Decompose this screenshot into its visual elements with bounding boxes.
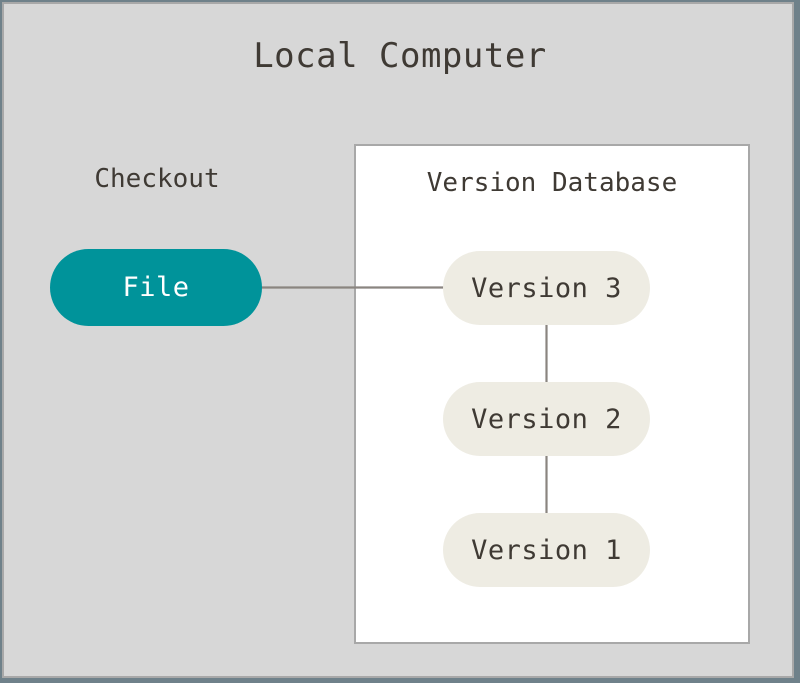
version-database-label: Version Database [426, 168, 678, 198]
node-version-2-label: Version 2 [471, 403, 622, 435]
node-version-2[interactable]: Version 2 [443, 382, 650, 456]
node-version-1-label: Version 1 [471, 534, 622, 566]
node-file[interactable]: File [50, 249, 262, 326]
local-computer-frame: Local Computer Checkout Version Database… [2, 2, 794, 678]
node-version-3-label: Version 3 [471, 272, 622, 304]
node-version-1[interactable]: Version 1 [443, 513, 650, 587]
node-file-label: File [122, 272, 190, 303]
node-version-3[interactable]: Version 3 [443, 251, 650, 325]
page-title: Local Computer [253, 36, 547, 76]
checkout-label: Checkout [94, 164, 220, 194]
